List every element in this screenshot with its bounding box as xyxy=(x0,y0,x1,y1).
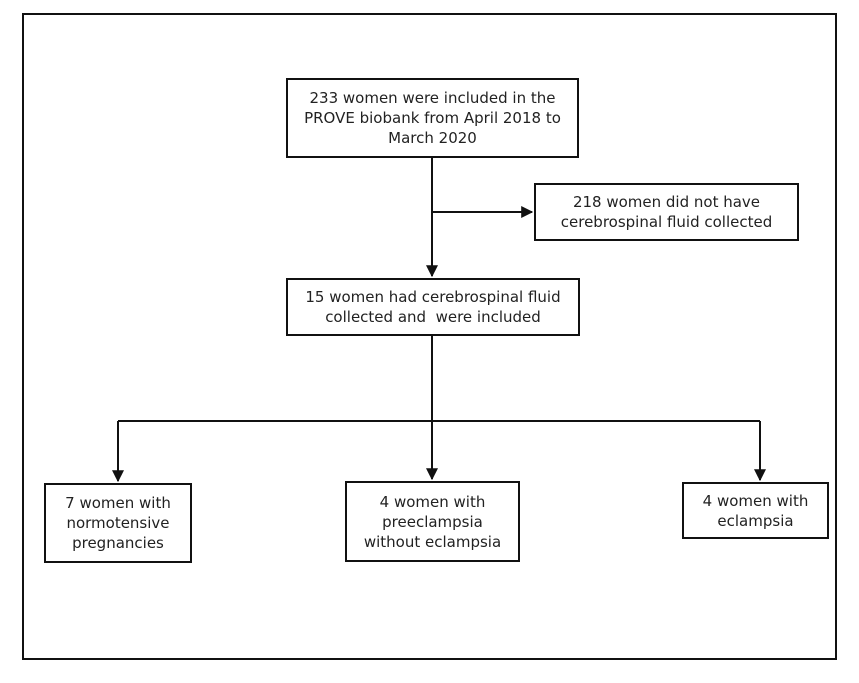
figure-frame xyxy=(22,13,837,660)
preeclampsia-group-box: 4 women with preeclampsia without eclamp… xyxy=(345,481,520,562)
enrollment-line-2: PROVE biobank from April 2018 to xyxy=(304,109,561,127)
eclampsia-line-1: 4 women with xyxy=(702,491,809,510)
preeclampsia-line-3: without eclampsia xyxy=(363,532,502,551)
preeclampsia-line-1: 4 women with xyxy=(379,492,486,511)
normotensive-line-1: 7 women with xyxy=(65,494,171,512)
included-line-1: 15 women had cerebrospinal fluid xyxy=(305,288,561,306)
preeclampsia-line-2: preeclampsia xyxy=(382,512,483,531)
exclusion-box: 218 women did not have cerebrospinal flu… xyxy=(534,183,799,241)
eclampsia-group-box: 4 women with eclampsia xyxy=(682,482,829,539)
enrollment-box: 233 women were included in the PROVE bio… xyxy=(286,78,579,158)
enrollment-line-1: 233 women were included in the xyxy=(309,89,556,107)
eclampsia-line-2: eclampsia xyxy=(717,511,794,530)
exclusion-line-2: cerebrospinal fluid collected xyxy=(560,213,773,231)
enrollment-line-3: March 2020 xyxy=(388,129,477,147)
included-box: 15 women had cerebrospinal fluid collect… xyxy=(286,278,580,336)
normotensive-line-2: normotensive xyxy=(66,514,170,532)
normotensive-group-box: 7 women with normotensive pregnancies xyxy=(44,483,192,563)
exclusion-line-1: 218 women did not have xyxy=(572,193,761,211)
included-line-2: collected and were included xyxy=(325,308,541,326)
normotensive-line-3: pregnancies xyxy=(72,534,164,552)
